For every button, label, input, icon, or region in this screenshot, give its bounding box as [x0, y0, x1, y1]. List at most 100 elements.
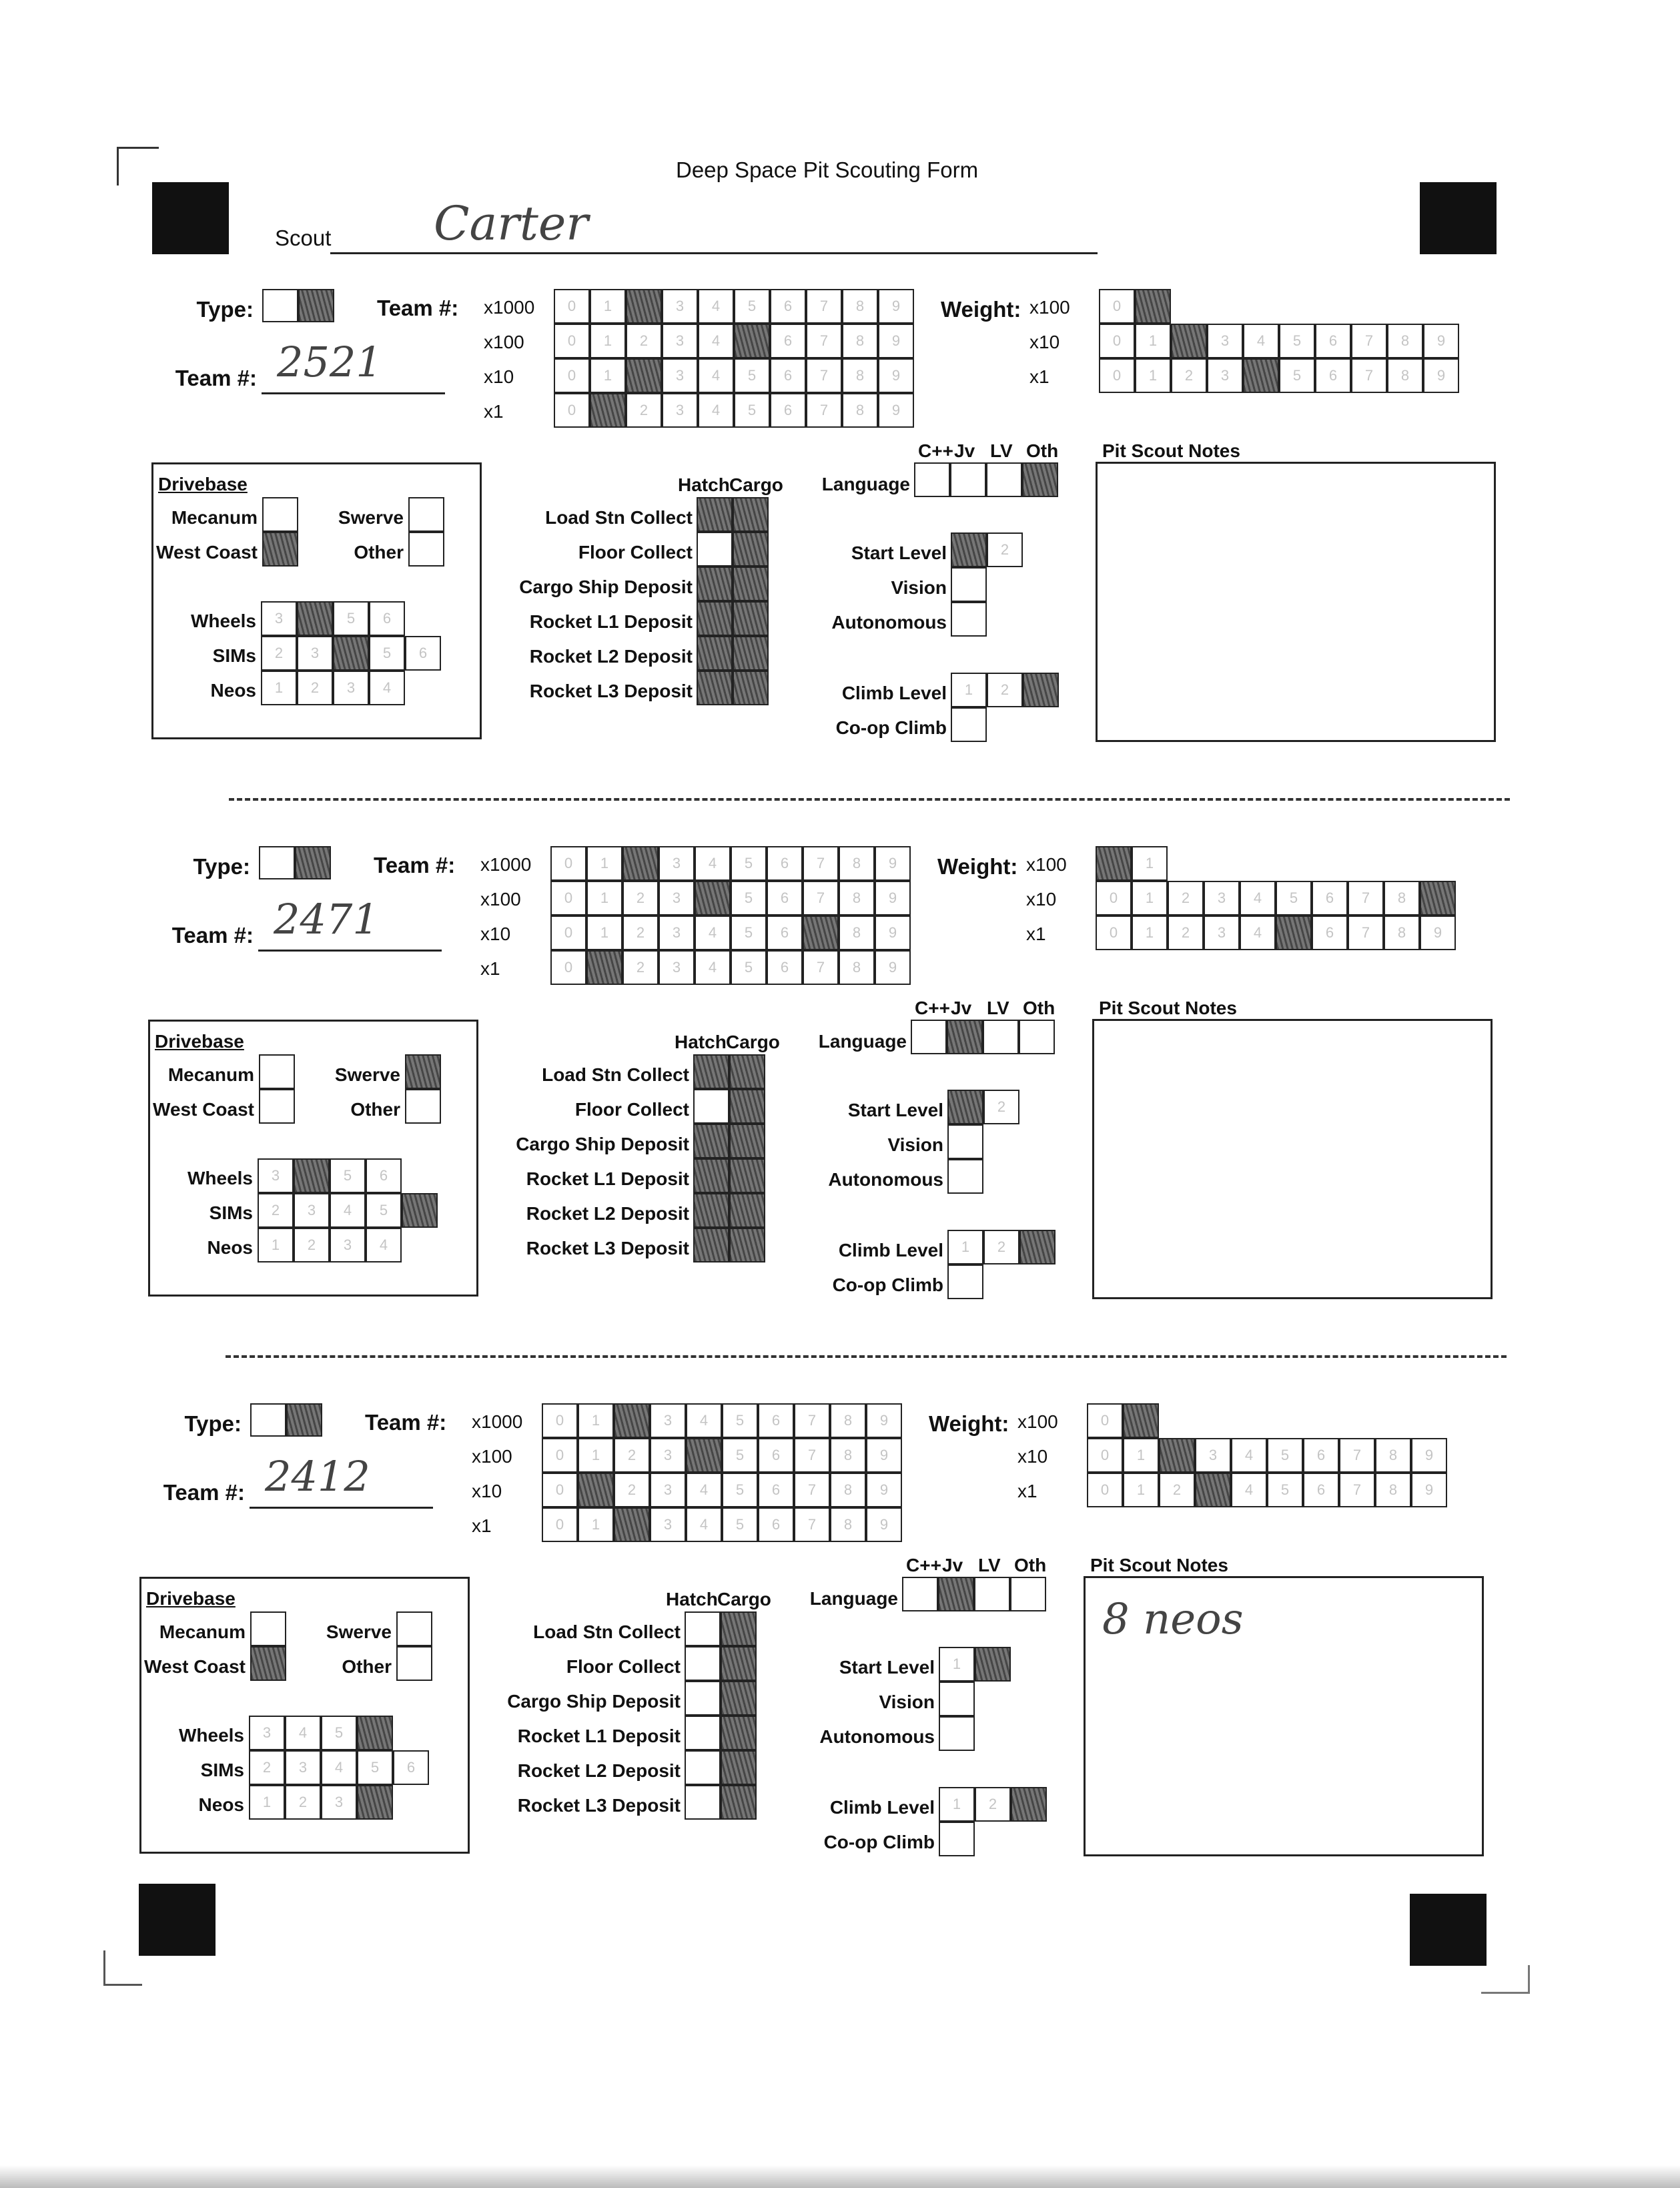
team3-neos-option-3[interactable]: 3: [321, 1785, 357, 1820]
team2-hatch-rocket-l3-deposit[interactable]: [693, 1228, 729, 1262]
team1-weight-digit-x1-5[interactable]: 5: [1279, 358, 1315, 393]
team2-sims-option-5[interactable]: 5: [366, 1193, 402, 1228]
team1-team-digit-x1-7[interactable]: 7: [806, 393, 842, 428]
team1-hatch-rocket-l3-deposit[interactable]: [697, 671, 733, 705]
team3-team-digit-x1000-3[interactable]: 3: [650, 1403, 686, 1438]
team2-team-digit-x1000-0[interactable]: 0: [550, 846, 586, 881]
team2-weight-digit-x1-0[interactable]: 0: [1096, 916, 1132, 950]
team3-team-digit-x10-4[interactable]: 4: [686, 1473, 722, 1507]
team3-cargo-rocket-l2-deposit[interactable]: [721, 1750, 757, 1785]
team2-lang-box-oth[interactable]: [1019, 1020, 1055, 1054]
team2-other-box[interactable]: [405, 1089, 441, 1124]
team2-mecanum-box[interactable]: [259, 1054, 295, 1089]
team1-weight-digit-x10-2[interactable]: 2: [1171, 324, 1207, 358]
team1-wheels-option-6[interactable]: 6: [369, 601, 405, 636]
team2-climb-level-3[interactable]: 3: [1019, 1230, 1056, 1264]
team1-hatch-load-stn-collect[interactable]: [697, 497, 733, 532]
team2-team-digit-x1000-1[interactable]: 1: [586, 846, 622, 881]
team2-team-digit-x100-0[interactable]: 0: [550, 881, 586, 916]
team1-hatch-rocket-l2-deposit[interactable]: [697, 636, 733, 671]
team2-team-digit-x1000-9[interactable]: 9: [875, 846, 911, 881]
team3-weight-digit-x10-2[interactable]: 2: [1159, 1438, 1195, 1473]
team2-team-digit-x1000-5[interactable]: 5: [731, 846, 767, 881]
team3-wheels-option-4[interactable]: 4: [285, 1716, 321, 1750]
team2-neos-option-1[interactable]: 1: [258, 1228, 294, 1262]
team1-sims-option-3[interactable]: 3: [297, 636, 333, 671]
team2-type-box-1[interactable]: [259, 846, 295, 879]
team1-wheels-option-3[interactable]: 3: [261, 601, 297, 636]
team3-team-digit-x100-6[interactable]: 6: [758, 1438, 794, 1473]
team3-neos-option-2[interactable]: 2: [285, 1785, 321, 1820]
team2-hatch-floor-collect[interactable]: [693, 1089, 729, 1124]
team3-swerve-box[interactable]: [396, 1611, 432, 1646]
team2-neos-option-3[interactable]: 3: [330, 1228, 366, 1262]
team2-weight-digit-x1-4[interactable]: 4: [1240, 916, 1276, 950]
team1-pit-scout-notes-box[interactable]: [1096, 462, 1496, 742]
team3-hatch-floor-collect[interactable]: [685, 1646, 721, 1681]
team1-team-digit-x100-8[interactable]: 8: [842, 324, 878, 358]
team2-pit-scout-notes-box[interactable]: [1092, 1019, 1493, 1299]
team1-team-digit-x100-2[interactable]: 2: [626, 324, 662, 358]
team2-weight-digit-x1-8[interactable]: 8: [1384, 916, 1420, 950]
team3-team-digit-x1-2[interactable]: 2: [614, 1507, 650, 1542]
team1-swerve-box[interactable]: [408, 497, 444, 532]
team3-vision-box[interactable]: [939, 1682, 975, 1716]
team3-team-digit-x1-8[interactable]: 8: [830, 1507, 866, 1542]
team3-pit-scout-notes-box[interactable]: [1084, 1576, 1484, 1856]
team3-climb-level-1[interactable]: 1: [939, 1787, 975, 1822]
team2-cargo-rocket-l3-deposit[interactable]: [729, 1228, 765, 1262]
team1-weight-digit-x1-6[interactable]: 6: [1315, 358, 1351, 393]
team2-lang-box-jv[interactable]: [947, 1020, 983, 1054]
team2-team-digit-x10-0[interactable]: 0: [550, 916, 586, 950]
team3-lang-box-jv[interactable]: [938, 1577, 974, 1611]
team2-team-digit-x10-3[interactable]: 3: [659, 916, 695, 950]
team1-neos-option-4[interactable]: 4: [369, 671, 405, 705]
team1-team-digit-x10-7[interactable]: 7: [806, 358, 842, 393]
team2-wheels-option-4[interactable]: 4: [294, 1158, 330, 1193]
team2-team-digit-x100-5[interactable]: 5: [731, 881, 767, 916]
team2-wheels-option-6[interactable]: 6: [366, 1158, 402, 1193]
team3-sims-option-2[interactable]: 2: [249, 1750, 285, 1785]
team1-coop-climb-box[interactable]: [951, 707, 987, 742]
team2-team-digit-x10-7[interactable]: 7: [803, 916, 839, 950]
team2-start-level-1[interactable]: 1: [947, 1090, 983, 1124]
team3-team-digit-x1000-5[interactable]: 5: [722, 1403, 758, 1438]
team2-team-digit-x1000-2[interactable]: 2: [622, 846, 659, 881]
team2-lang-box-cpp[interactable]: [911, 1020, 947, 1054]
team1-cargo-cargo-ship-deposit[interactable]: [733, 567, 769, 601]
team3-weight-digit-x10-8[interactable]: 8: [1375, 1438, 1411, 1473]
team2-weight-digit-x10-4[interactable]: 4: [1240, 881, 1276, 916]
team3-other-box[interactable]: [396, 1646, 432, 1681]
team1-weight-digit-x10-7[interactable]: 7: [1351, 324, 1387, 358]
team3-sims-option-4[interactable]: 4: [321, 1750, 357, 1785]
team2-wheels-option-5[interactable]: 5: [330, 1158, 366, 1193]
team3-weight-digit-x10-7[interactable]: 7: [1339, 1438, 1375, 1473]
team3-cargo-floor-collect[interactable]: [721, 1646, 757, 1681]
team2-weight-digit-x1-6[interactable]: 6: [1312, 916, 1348, 950]
team3-team-digit-x10-7[interactable]: 7: [794, 1473, 830, 1507]
team1-team-digit-x10-9[interactable]: 9: [878, 358, 914, 393]
team1-weight-digit-x10-4[interactable]: 4: [1243, 324, 1279, 358]
team1-cargo-rocket-l1-deposit[interactable]: [733, 601, 769, 636]
team1-team-digit-x1000-8[interactable]: 8: [842, 289, 878, 324]
team2-team-digit-x1-7[interactable]: 7: [803, 950, 839, 985]
team2-sims-option-4[interactable]: 4: [330, 1193, 366, 1228]
team1-weight-digit-x1-3[interactable]: 3: [1207, 358, 1243, 393]
team2-team-digit-x10-6[interactable]: 6: [767, 916, 803, 950]
team2-weight-digit-x10-2[interactable]: 2: [1168, 881, 1204, 916]
team1-team-digit-x1-2[interactable]: 2: [626, 393, 662, 428]
team3-weight-digit-x1-2[interactable]: 2: [1159, 1473, 1195, 1507]
team3-team-digit-x10-2[interactable]: 2: [614, 1473, 650, 1507]
team2-team-digit-x1000-6[interactable]: 6: [767, 846, 803, 881]
team1-team-digit-x10-0[interactable]: 0: [554, 358, 590, 393]
team2-team-digit-x1000-4[interactable]: 4: [695, 846, 731, 881]
team3-weight-digit-x1-4[interactable]: 4: [1231, 1473, 1267, 1507]
team2-team-digit-x1-4[interactable]: 4: [695, 950, 731, 985]
team2-team-digit-x10-8[interactable]: 8: [839, 916, 875, 950]
team3-team-digit-x1000-6[interactable]: 6: [758, 1403, 794, 1438]
team2-autonomous-box[interactable]: [947, 1159, 983, 1194]
team2-team-digit-x10-1[interactable]: 1: [586, 916, 622, 950]
team1-team-digit-x100-6[interactable]: 6: [770, 324, 806, 358]
team3-coop-climb-box[interactable]: [939, 1822, 975, 1856]
team2-weight-digit-x1-1[interactable]: 1: [1132, 916, 1168, 950]
